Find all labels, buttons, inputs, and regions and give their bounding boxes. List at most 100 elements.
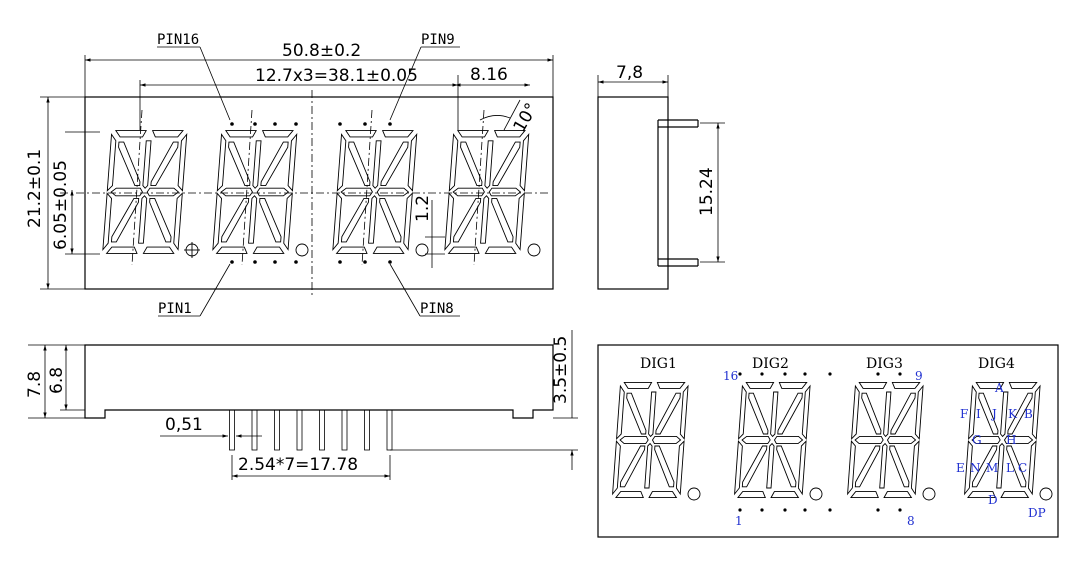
pin-hole (783, 508, 787, 512)
pin1-number: 1 (735, 514, 743, 528)
pin-hole (273, 122, 277, 126)
dim-overall-height: 21.2±0.1 (25, 149, 45, 228)
dim-pin-pitch: 2.54*7=17.78 (238, 455, 358, 475)
pin-hole (363, 122, 367, 126)
dim-body-height: 6.8 (47, 367, 67, 394)
pin16-number: 16 (723, 369, 738, 383)
dim-overall-width: 50.8±0.2 (282, 41, 361, 61)
segment-e-label: E (956, 461, 965, 475)
segment-j-label: J (990, 407, 997, 421)
pin-lead (251, 409, 258, 451)
side-view: 7,8 15.24 (597, 63, 725, 290)
pin-hole (876, 372, 880, 376)
segment-n-label: N (970, 461, 981, 475)
dim-side-depth: 7,8 (616, 63, 643, 83)
front-digit-4 (444, 130, 541, 257)
pin9-label: PIN9 (421, 32, 455, 48)
pin-lead (274, 409, 280, 451)
display-body-outline (84, 96, 554, 290)
front-view: 50.8±0.2 12.7x3=38.1±0.05 8.16 10° 21.2±… (25, 32, 554, 317)
pin-hole (338, 260, 342, 264)
dig3-label: DIG3 (866, 356, 903, 372)
pin-lead (319, 409, 325, 451)
pin-lead (386, 409, 393, 451)
pin9-number: 9 (915, 369, 923, 383)
digit-centerline (361, 109, 373, 266)
pin-hole (388, 260, 392, 264)
side-body-outline (597, 96, 669, 290)
dim-pin-row-spacing: 6.05±0.05 (51, 160, 71, 250)
front-digits (102, 109, 541, 266)
dim-pin-width: 0,51 (165, 415, 203, 435)
segment-g-label: G (972, 433, 982, 447)
pin-lead (341, 409, 348, 451)
pin-hole (760, 372, 764, 376)
pin-hole (803, 508, 807, 512)
pin-hole (363, 260, 367, 264)
bottom-view: 7.8 6.8 3.5±0.5 0,51 2.54*7=17.78 (25, 330, 578, 480)
pin-hole (760, 508, 764, 512)
dim-pin-length: 3.5±0.5 (551, 336, 571, 404)
segment-dp-label: DP (1028, 506, 1046, 520)
dig4-label: DIG4 (978, 356, 1015, 372)
pin-hole (294, 260, 298, 264)
pin-hole (898, 508, 902, 512)
map-digit-3 (847, 381, 936, 501)
digit-centerline (131, 109, 143, 266)
dim-total-height: 7.8 (25, 371, 45, 398)
digit-centerline (473, 109, 485, 266)
segment-d-label: D (988, 493, 998, 507)
pin-hole (738, 508, 742, 512)
segment-l-label: L (1006, 461, 1014, 475)
pin-lead (296, 409, 303, 451)
pin-hole (898, 372, 902, 376)
segment-b-label: B (1024, 407, 1033, 421)
pin-hole (273, 260, 277, 264)
pin-hole (230, 260, 234, 264)
segment-map: DIG1 DIG2 DIG3 DIG4 16 9 1 8 A F I J K B… (597, 344, 1059, 538)
pin1-label: PIN1 (158, 301, 192, 317)
bottom-pins (229, 409, 393, 451)
pin-hole (783, 372, 787, 376)
front-digit-1 (102, 130, 200, 258)
pin8-label: PIN8 (420, 301, 454, 317)
dig1-label: DIG1 (640, 356, 677, 372)
pin-lead (229, 409, 235, 451)
pin-hole (253, 122, 257, 126)
dim-pin-spacing: 15.24 (697, 167, 717, 216)
pin16-label: PIN16 (157, 32, 199, 48)
map-digit-1 (612, 381, 701, 501)
pin-hole (828, 372, 832, 376)
pin8-number: 8 (907, 514, 915, 528)
map-digits (612, 372, 1053, 512)
pin-hole (876, 508, 880, 512)
pin-hole (828, 508, 832, 512)
pin-hole (803, 372, 807, 376)
pin-hole (294, 122, 298, 126)
segment-c-label: C (1018, 461, 1027, 475)
pin-hole (253, 260, 257, 264)
segment-m-label: M (986, 461, 998, 475)
segment-k-label: K (1008, 407, 1018, 421)
front-digit-2 (212, 130, 309, 257)
dim-dp-offset: 1.2 (413, 195, 433, 222)
pin-hole (388, 122, 392, 126)
pin-hole (338, 122, 342, 126)
dig2-label: DIG2 (752, 356, 789, 372)
front-digit-3 (332, 130, 429, 257)
pin-hole (230, 122, 234, 126)
segment-map-frame (597, 344, 1059, 538)
digit-centerline (241, 109, 253, 266)
segment-f-label: F (960, 407, 968, 421)
map-digit-4 (964, 381, 1053, 501)
map-digit-2 (734, 381, 823, 501)
segment-h-label: H (1006, 433, 1016, 447)
pin-hole (738, 372, 742, 376)
bottom-body-outline (84, 344, 554, 419)
dim-digit-width: 8.16 (470, 65, 508, 85)
dim-digit-pitch: 12.7x3=38.1±0.05 (255, 66, 418, 86)
segment-a-label: A (994, 381, 1004, 395)
segment-i-label: I (976, 407, 981, 421)
pin-lead (364, 409, 370, 451)
